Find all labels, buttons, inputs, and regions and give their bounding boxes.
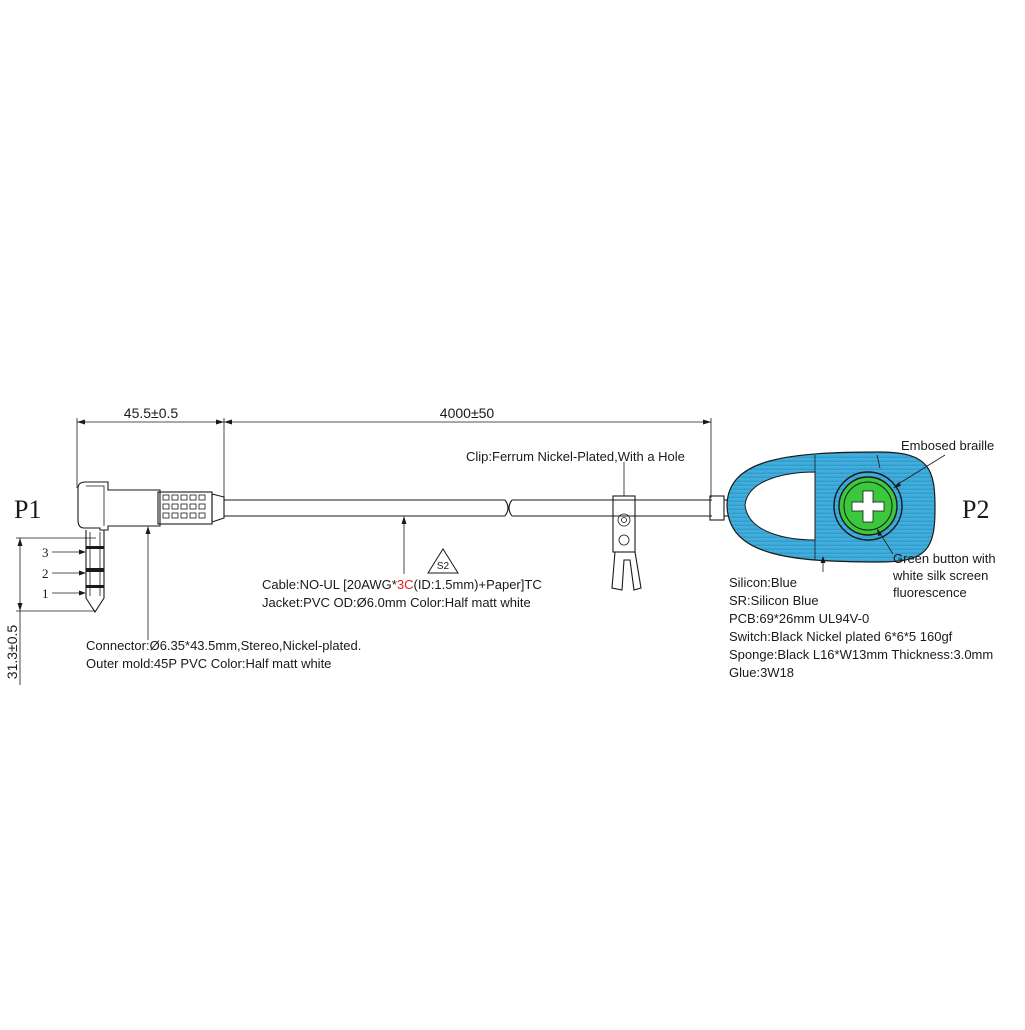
cable-spec-core-count: 3C (397, 577, 414, 592)
spec-sr: SR:Silicon Blue (729, 593, 819, 608)
dim-cable-length-text: 4000±50 (440, 405, 495, 421)
dimension-plug-height: 31.3±0.5 (4, 537, 96, 685)
dim-plug-height-text: 31.3±0.5 (4, 625, 20, 680)
spec-sponge: Sponge:Black L16*W13mm Thickness:3.0mm (729, 647, 993, 662)
connector-spec-line-1: Connector:Ø6.35*43.5mm,Stereo,Nickel-pla… (86, 638, 361, 653)
p1-label: P1 (14, 495, 41, 524)
dimension-connector-length: 45.5±0.5 (76, 405, 225, 498)
spec-pcb: PCB:69*26mm UL94V-0 (729, 611, 869, 626)
embossed-braille-label: Embosed braille (901, 438, 994, 453)
pin-1-label: 1 (42, 586, 49, 601)
plus-icon (851, 490, 885, 523)
pin-2-label: 2 (42, 566, 49, 581)
callout-lines (145, 454, 946, 640)
cable-spec-line-1: Cable:NO-UL [20AWG*3C(ID:1.5mm)+Paper]TC (262, 577, 542, 592)
spec-silicon: Silicon:Blue (729, 575, 797, 590)
triangle-mark-icon: S2 (427, 548, 459, 574)
switch-body-p2 (726, 451, 936, 563)
clip-label: Clip:Ferrum Nickel-Plated,With a Hole (466, 449, 685, 464)
cable (224, 495, 740, 521)
spec-glue: Glue:3W18 (729, 665, 794, 680)
dim-connector-length-text: 45.5±0.5 (124, 405, 179, 421)
connector-spec-line-2: Outer mold:45P PVC Color:Half matt white (86, 656, 331, 671)
spec-switch: Switch:Black Nickel plated 6*6*5 160gf (729, 629, 953, 644)
connector-p1 (77, 481, 225, 614)
switch-spec-list: Silicon:Blue SR:Silicon Blue PCB:69*26mm… (729, 575, 993, 680)
clip (611, 462, 642, 591)
pin-3-label: 3 (42, 545, 49, 560)
pin-callouts: 3 2 1 (42, 545, 86, 601)
dimension-cable-length: 4000±50 (224, 405, 712, 498)
green-button-label-2: white silk screen (892, 568, 988, 583)
green-button-label-1: Green button with (893, 551, 996, 566)
p2-label: P2 (962, 495, 989, 524)
green-button-label-3: fluorescence (893, 585, 967, 600)
connector-grip-ribs (162, 494, 206, 519)
s2-mark-text: S2 (437, 561, 450, 572)
cable-spec-line-2: Jacket:PVC OD:Ø6.0mm Color:Half matt whi… (262, 595, 531, 610)
